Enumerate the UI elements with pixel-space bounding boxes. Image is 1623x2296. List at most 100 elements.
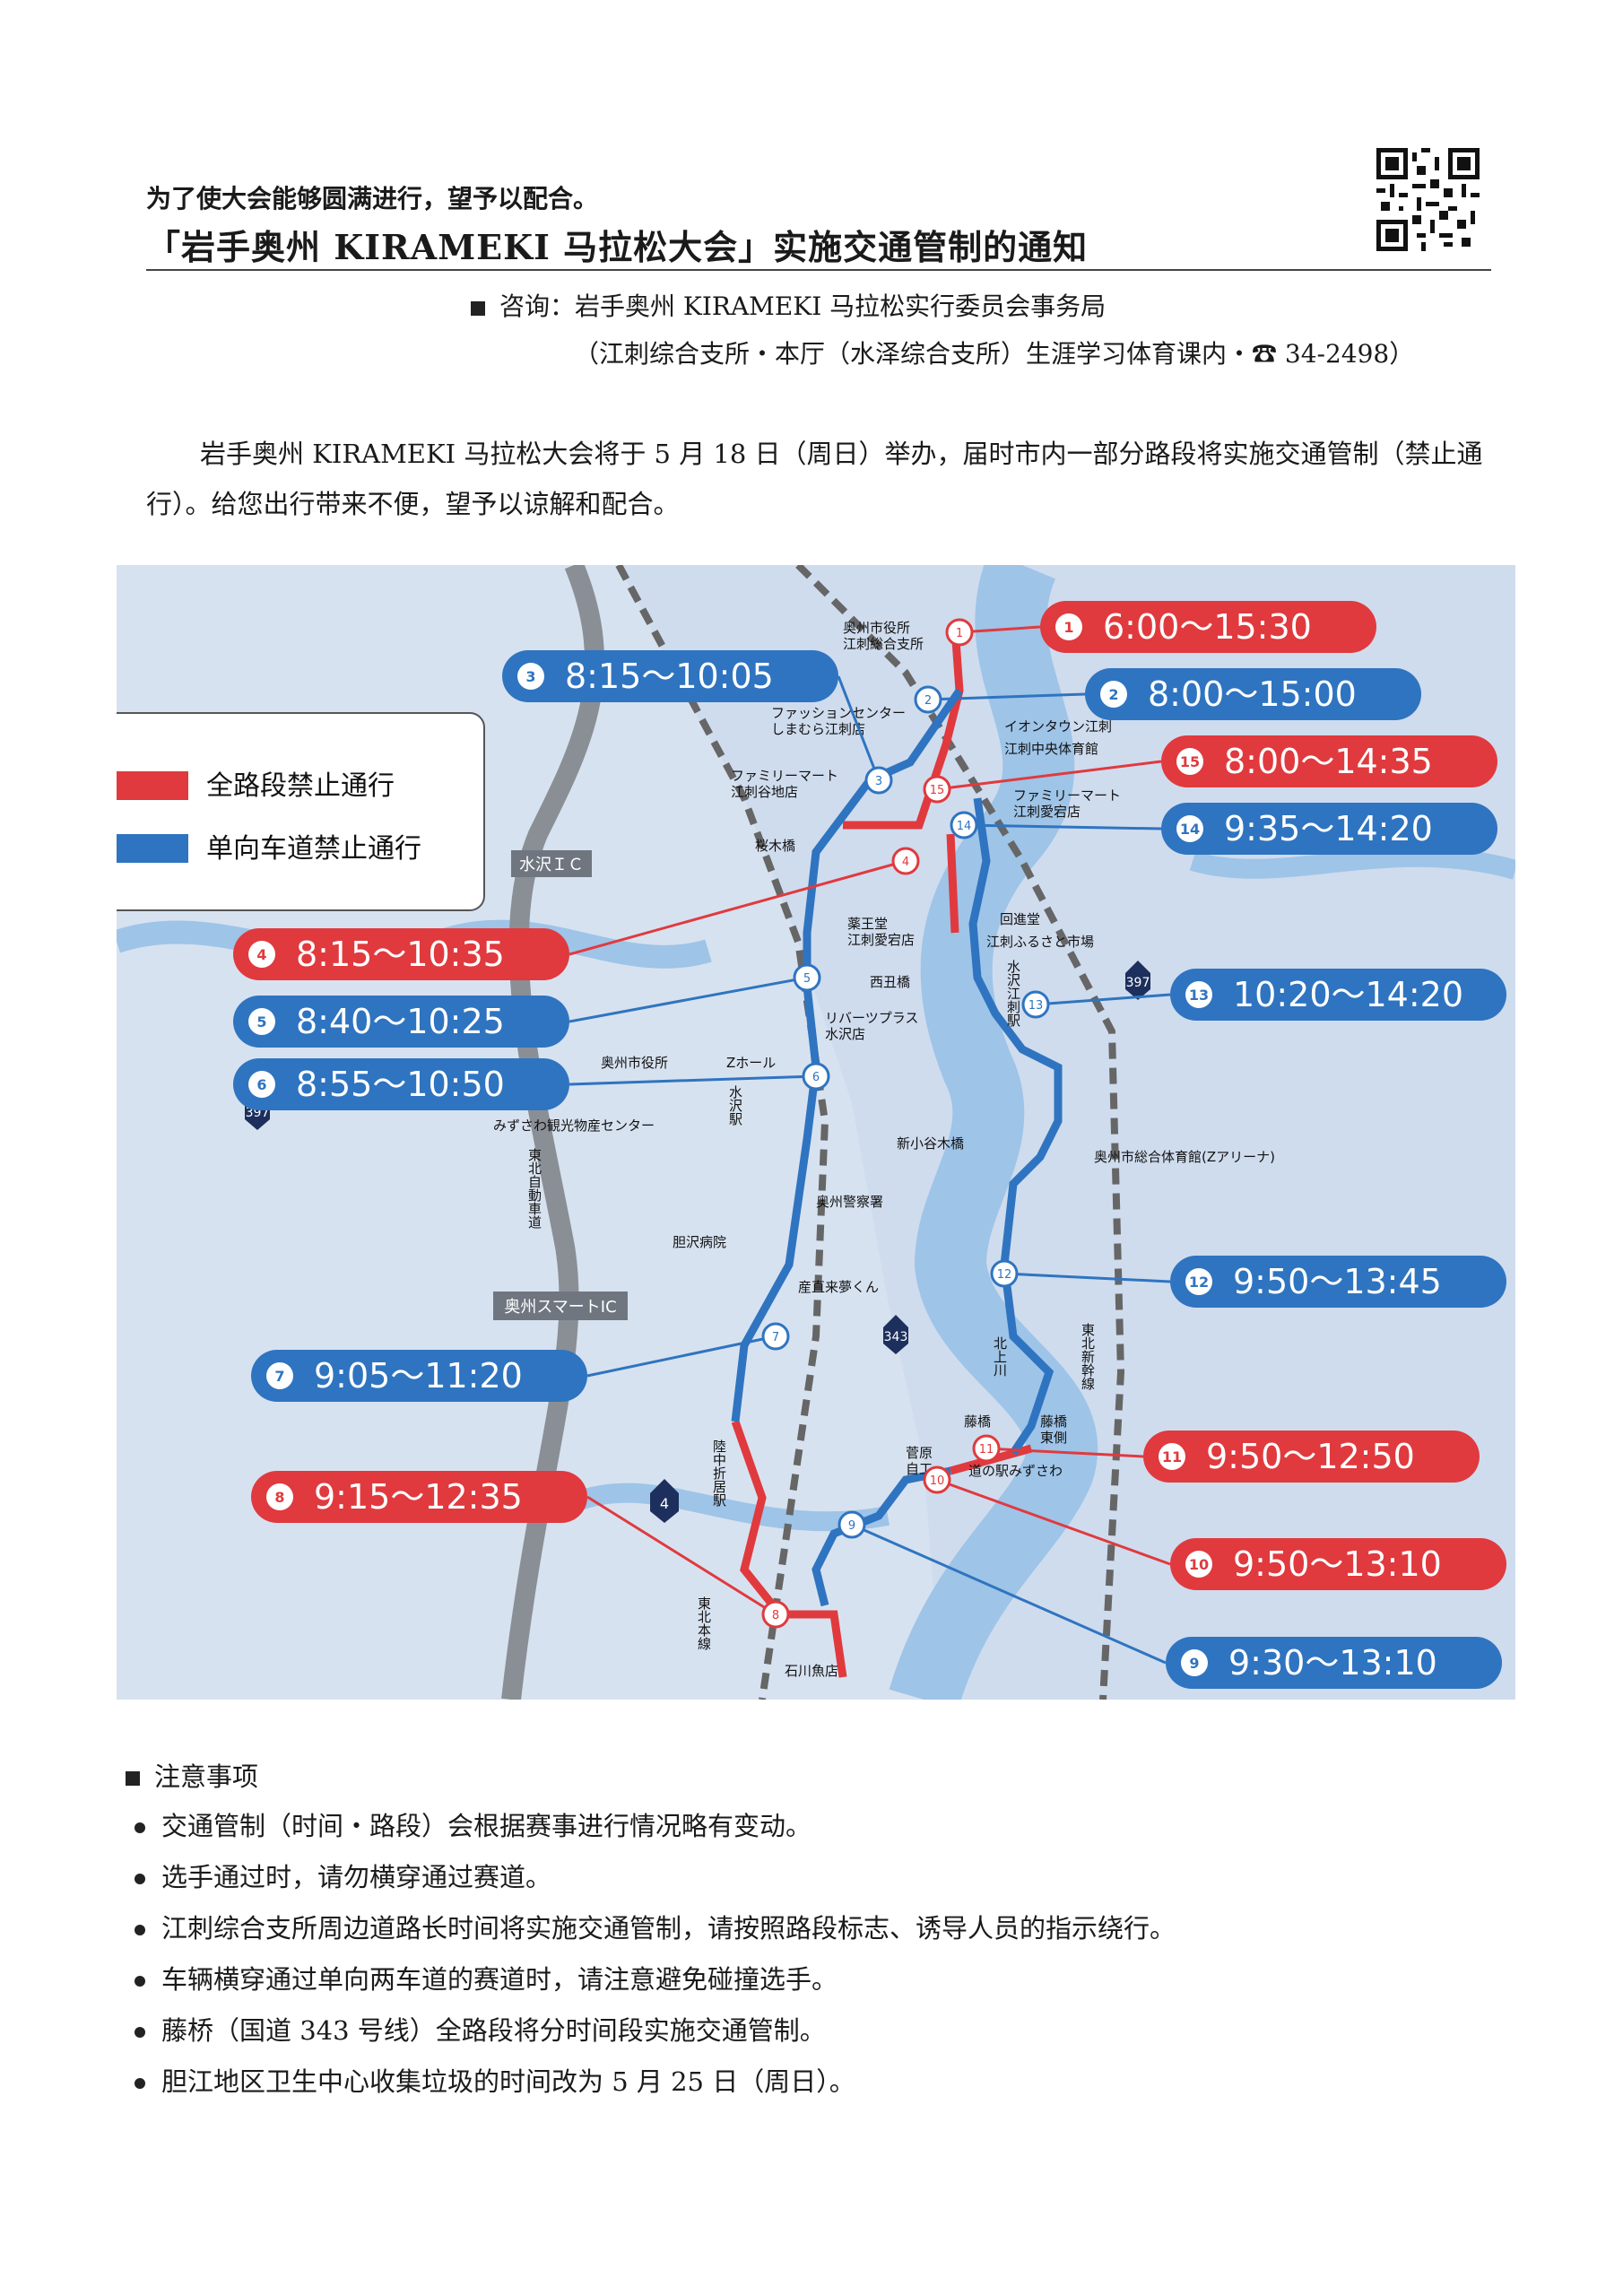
title-divider [146,269,1491,271]
full-closure-route-2 [946,833,959,934]
legend-one-way: 单向车道禁止通行 [206,833,421,865]
badge-pill-6 [233,1058,569,1110]
route-343-label: 343 [884,1330,908,1344]
page-title: 「岩手奥州 KIRAMEKI 马拉松大会」实施交通管制的通知 [146,227,1089,267]
badge-number-circle-1 [1055,613,1082,640]
route-marker-number-4: 4 [902,856,909,869]
route-marker-number-2: 2 [924,694,932,708]
place-michinoeki: 道の駅みずさわ [968,1463,1063,1479]
badge-number-15: 15 [1180,753,1200,770]
route-marker-number-15: 15 [930,784,945,797]
route-marker-3 [864,766,893,795]
route-marker-number-6: 6 [812,1071,820,1084]
route-marker-9 [838,1510,866,1539]
route-marker-number-1: 1 [956,627,963,640]
badge-time-14: 9:35～14:20 [1224,809,1433,848]
route-343-shield: 343 [883,1315,908,1354]
badge-pill-2 [1085,668,1421,720]
place-rivers-plus: リバーツプラス水沢店 [825,1010,918,1042]
badge-time-11: 9:50～12:50 [1206,1437,1415,1476]
leader-line-3 [837,675,881,781]
bullet-icon [135,1822,145,1833]
badge-number-4: 4 [256,946,266,963]
note-text: 江刺综合支所周边道路长时间将实施交通管制，请按照路段标志、诱导人员的指示绕行。 [161,1913,1176,1944]
route-marker-number-14: 14 [957,820,972,833]
route-marker-number-7: 7 [772,1331,779,1344]
badge-time-3: 8:15～10:05 [565,657,774,696]
route-marker-14 [950,811,978,839]
badge-number-circle-8 [266,1483,293,1510]
route-397-label: 397 [1126,976,1150,990]
badge-pill-10 [1170,1538,1506,1590]
badge-number-14: 14 [1180,821,1200,838]
route-marker-6 [802,1062,830,1091]
route-marker-10 [923,1465,951,1494]
time-badge-4: 4 8:15～10:35 4 [233,847,920,980]
place-familymart-atago: ファミリーマート江刺愛宕店 [1013,787,1121,820]
badge-time-9: 9:30～13:10 [1228,1643,1437,1683]
route-marker-1 [945,618,974,647]
contact-line-2: （江刺综合支所・本厅（水泽综合支所）生涯学习体育课内・☎ 34-2498） [574,339,1415,369]
badge-pill-14 [1161,803,1497,855]
badge-pill-4 [233,928,569,980]
route-marker-4 [891,847,920,875]
badge-time-12: 9:50～13:45 [1233,1262,1442,1301]
badge-time-2: 8:00～15:00 [1148,674,1357,714]
badge-time-4: 8:15～10:35 [296,935,505,974]
tohoku-shinkansen [795,565,1125,1700]
place-fujibashi: 藤橋 [964,1413,991,1430]
badge-number-circle-12 [1185,1268,1212,1295]
route-marker-12 [990,1259,1019,1288]
route-4-shield: 4 [650,1479,679,1523]
place-kankou-center: みずさわ観光物産センター [493,1118,655,1134]
badge-pill-15 [1161,735,1497,787]
note-item: 江刺综合支所周边道路长时间将实施交通管制，请按照路段标志、诱导人员的指示绕行。 [135,1908,1176,1945]
note-item: 车辆横穿通过单向两车道的赛道时，请注意避免碰撞选手。 [135,1959,838,1996]
leader-line-6 [568,1074,817,1086]
leader-line-5 [568,976,808,1023]
full-closure-route-3 [731,1420,847,1678]
place-tanzawa-hospital: 胆沢病院 [673,1234,726,1250]
badge-pill-11 [1143,1431,1480,1483]
place-z-arena: 奥州市総合体育館(Zアリーナ) [1094,1149,1275,1165]
badge-number-circle-3 [517,663,544,690]
mizusawa-ic-label: 水沢ＩＣ [519,856,584,874]
badge-number-circle-15 [1176,748,1203,775]
bullet-icon [135,2078,145,2089]
bullet-icon [135,1925,145,1935]
place-nishide-bridge: 西丑橋 [870,974,910,990]
place-sakuragi-bridge: 桜木橋 [755,838,795,854]
place-z-hall: Zホール [726,1055,776,1071]
square-bullet-icon [126,1771,140,1786]
place-oshu-city-office: 奥州市役所 [601,1055,668,1071]
leader-line-10 [936,1478,1171,1566]
place-gym: 江刺中央体育館 [1004,741,1098,757]
note-item: 交通管制（时间・路段）会根据赛事进行情况略有变动。 [135,1805,812,1843]
place-aeon: イオンタウン江刺 [1004,718,1112,735]
leader-line-8 [586,1495,777,1616]
route-marker-5 [793,963,821,992]
legend-blue-swatch [117,834,188,863]
badge-time-1: 6:00～15:30 [1103,607,1312,647]
route-marker-11 [972,1434,1001,1463]
badge-pill-9 [1166,1637,1502,1689]
badge-number-circle-7 [266,1362,293,1389]
leader-line-7 [586,1335,777,1378]
tohoku-expressway-label: 東北自動車道 [526,1148,542,1229]
note-item: 胆江地区卫生中心收集垃圾的时间改为 5 月 25 日（周日）。 [135,2061,855,2099]
badge-time-8: 9:15～12:35 [314,1477,523,1517]
legend-full-closure: 全路段禁止通行 [206,770,395,802]
badge-number-circle-9 [1181,1649,1208,1676]
leader-line-15 [936,760,1162,791]
tributary-river-3 [560,1483,890,1532]
badge-time-6: 8:55～10:50 [296,1065,505,1104]
leader-line-2 [927,692,1086,701]
one-way-route-2 [968,797,1063,1456]
place-furusato-market: 江刺ふるさと市場 [986,934,1094,950]
badge-number-9: 9 [1189,1655,1199,1672]
